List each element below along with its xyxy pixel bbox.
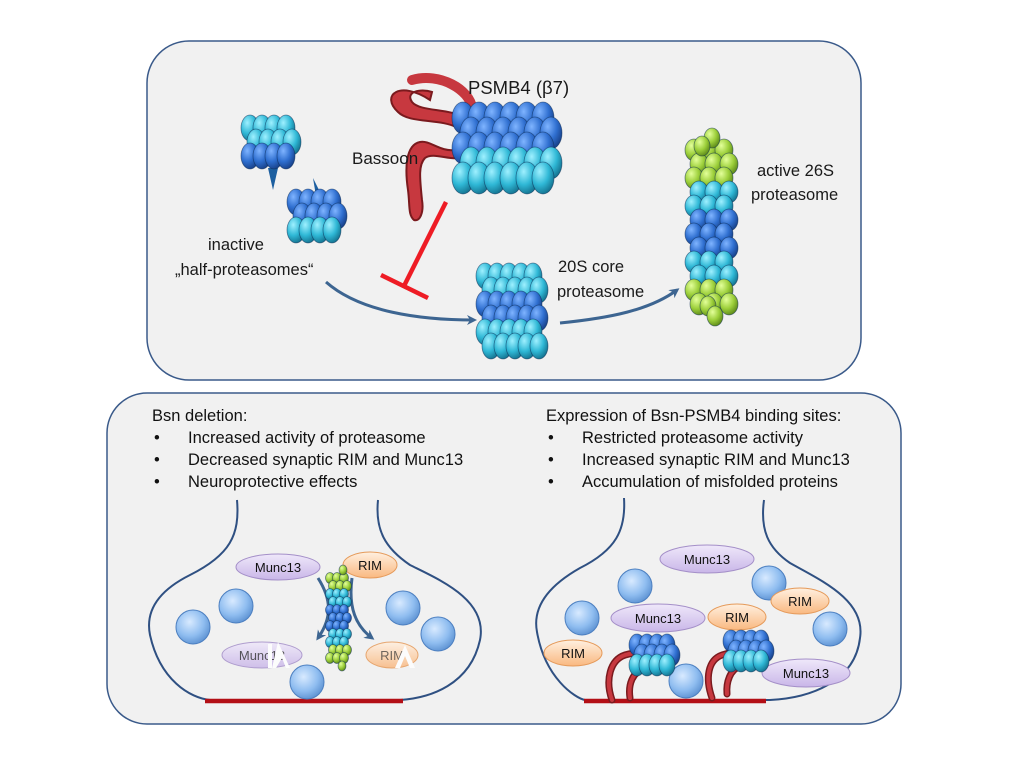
- munc13-protein: Munc13: [761, 658, 851, 688]
- rim-protein: RIM: [770, 587, 830, 615]
- active-label-line2: proteasome: [751, 186, 838, 204]
- list-item: Neuroprotective effects: [152, 471, 532, 493]
- list-item: Decreased synaptic RIM and Munc13: [152, 449, 532, 471]
- vesicle: [385, 590, 421, 626]
- binding-sites-text: Expression of Bsn-PSMB4 binding sites: R…: [546, 405, 926, 493]
- half-proteasome-top-icon: [240, 114, 302, 190]
- vesicle: [420, 616, 456, 652]
- vesicle: [812, 611, 848, 647]
- bsn-deletion-list: Increased activity of proteasome Decreas…: [152, 427, 532, 493]
- munc13-degraded-protein: Munc13: [221, 641, 303, 669]
- bassoon-label: Bassoon: [352, 149, 418, 168]
- bassoon-bound-proteasome-right-icon: [704, 629, 775, 702]
- list-item: Increased synaptic RIM and Munc13: [546, 449, 926, 471]
- inactive-label-line2: „half-proteasomes“: [175, 261, 313, 279]
- munc13-label: Munc13: [255, 560, 301, 575]
- active-label-line1: active 26S: [757, 162, 834, 180]
- munc13-protein: Munc13: [235, 553, 321, 581]
- psmb4-label: PSMB4 (β7): [468, 77, 569, 98]
- vesicle: [617, 568, 653, 604]
- bsn-deletion-text: Bsn deletion: Increased activity of prot…: [152, 405, 532, 493]
- synaptic-26s-proteasome-icon: [325, 564, 352, 672]
- vesicle: [751, 565, 787, 601]
- inhibition-icon: [380, 200, 449, 301]
- rim-left-label: RIM: [561, 646, 585, 661]
- 26s-active-proteasome-icon: [684, 127, 739, 327]
- 20s-core-proteasome-icon: [475, 262, 549, 360]
- inactive-label-line1: inactive: [208, 236, 264, 254]
- rim-protein: RIM: [543, 639, 603, 667]
- rim-right-label: RIM: [788, 594, 812, 609]
- list-item: Restricted proteasome activity: [546, 427, 926, 449]
- vesicle: [668, 663, 704, 699]
- rim-faded-label: RIM: [380, 648, 404, 663]
- psmb4-proteasome-icon: [451, 101, 563, 195]
- munc13-mid-label: Munc13: [635, 611, 681, 626]
- rim-protein: RIM: [342, 551, 398, 579]
- top-panel: [146, 40, 862, 381]
- right-synapse-outline: [535, 497, 862, 701]
- rim-mid-label: RIM: [725, 610, 749, 625]
- binding-sites-list: Restricted proteasome activity Increased…: [546, 427, 926, 493]
- munc13-protein: Munc13: [610, 603, 706, 633]
- munc13-faded-label: Munc13: [239, 648, 285, 663]
- vesicle: [564, 600, 600, 636]
- core-label-line2: proteasome: [557, 283, 644, 301]
- vesicle: [289, 664, 325, 700]
- list-item: Accumulation of misfolded proteins: [546, 471, 926, 493]
- bsn-deletion-heading: Bsn deletion:: [152, 407, 248, 425]
- activation-arrow: [559, 288, 680, 325]
- rim-protein: RIM: [707, 603, 767, 631]
- core-label-line1: 20S core: [558, 258, 624, 276]
- munc13-protein: Munc13: [659, 544, 755, 574]
- rim-label: RIM: [358, 558, 382, 573]
- list-item: Increased activity of proteasome: [152, 427, 532, 449]
- vesicle: [175, 609, 211, 645]
- vesicle: [218, 588, 254, 624]
- munc13-bottom-label: Munc13: [783, 666, 829, 681]
- bassoon-bound-proteasome-left-icon: [605, 633, 681, 704]
- half-proteasome-bottom-icon: [286, 178, 348, 244]
- assembly-arrow: [325, 280, 477, 325]
- rim-degraded-protein: RIM: [365, 641, 419, 669]
- munc13-top-label: Munc13: [684, 552, 730, 567]
- binding-sites-heading: Expression of Bsn-PSMB4 binding sites:: [546, 407, 842, 425]
